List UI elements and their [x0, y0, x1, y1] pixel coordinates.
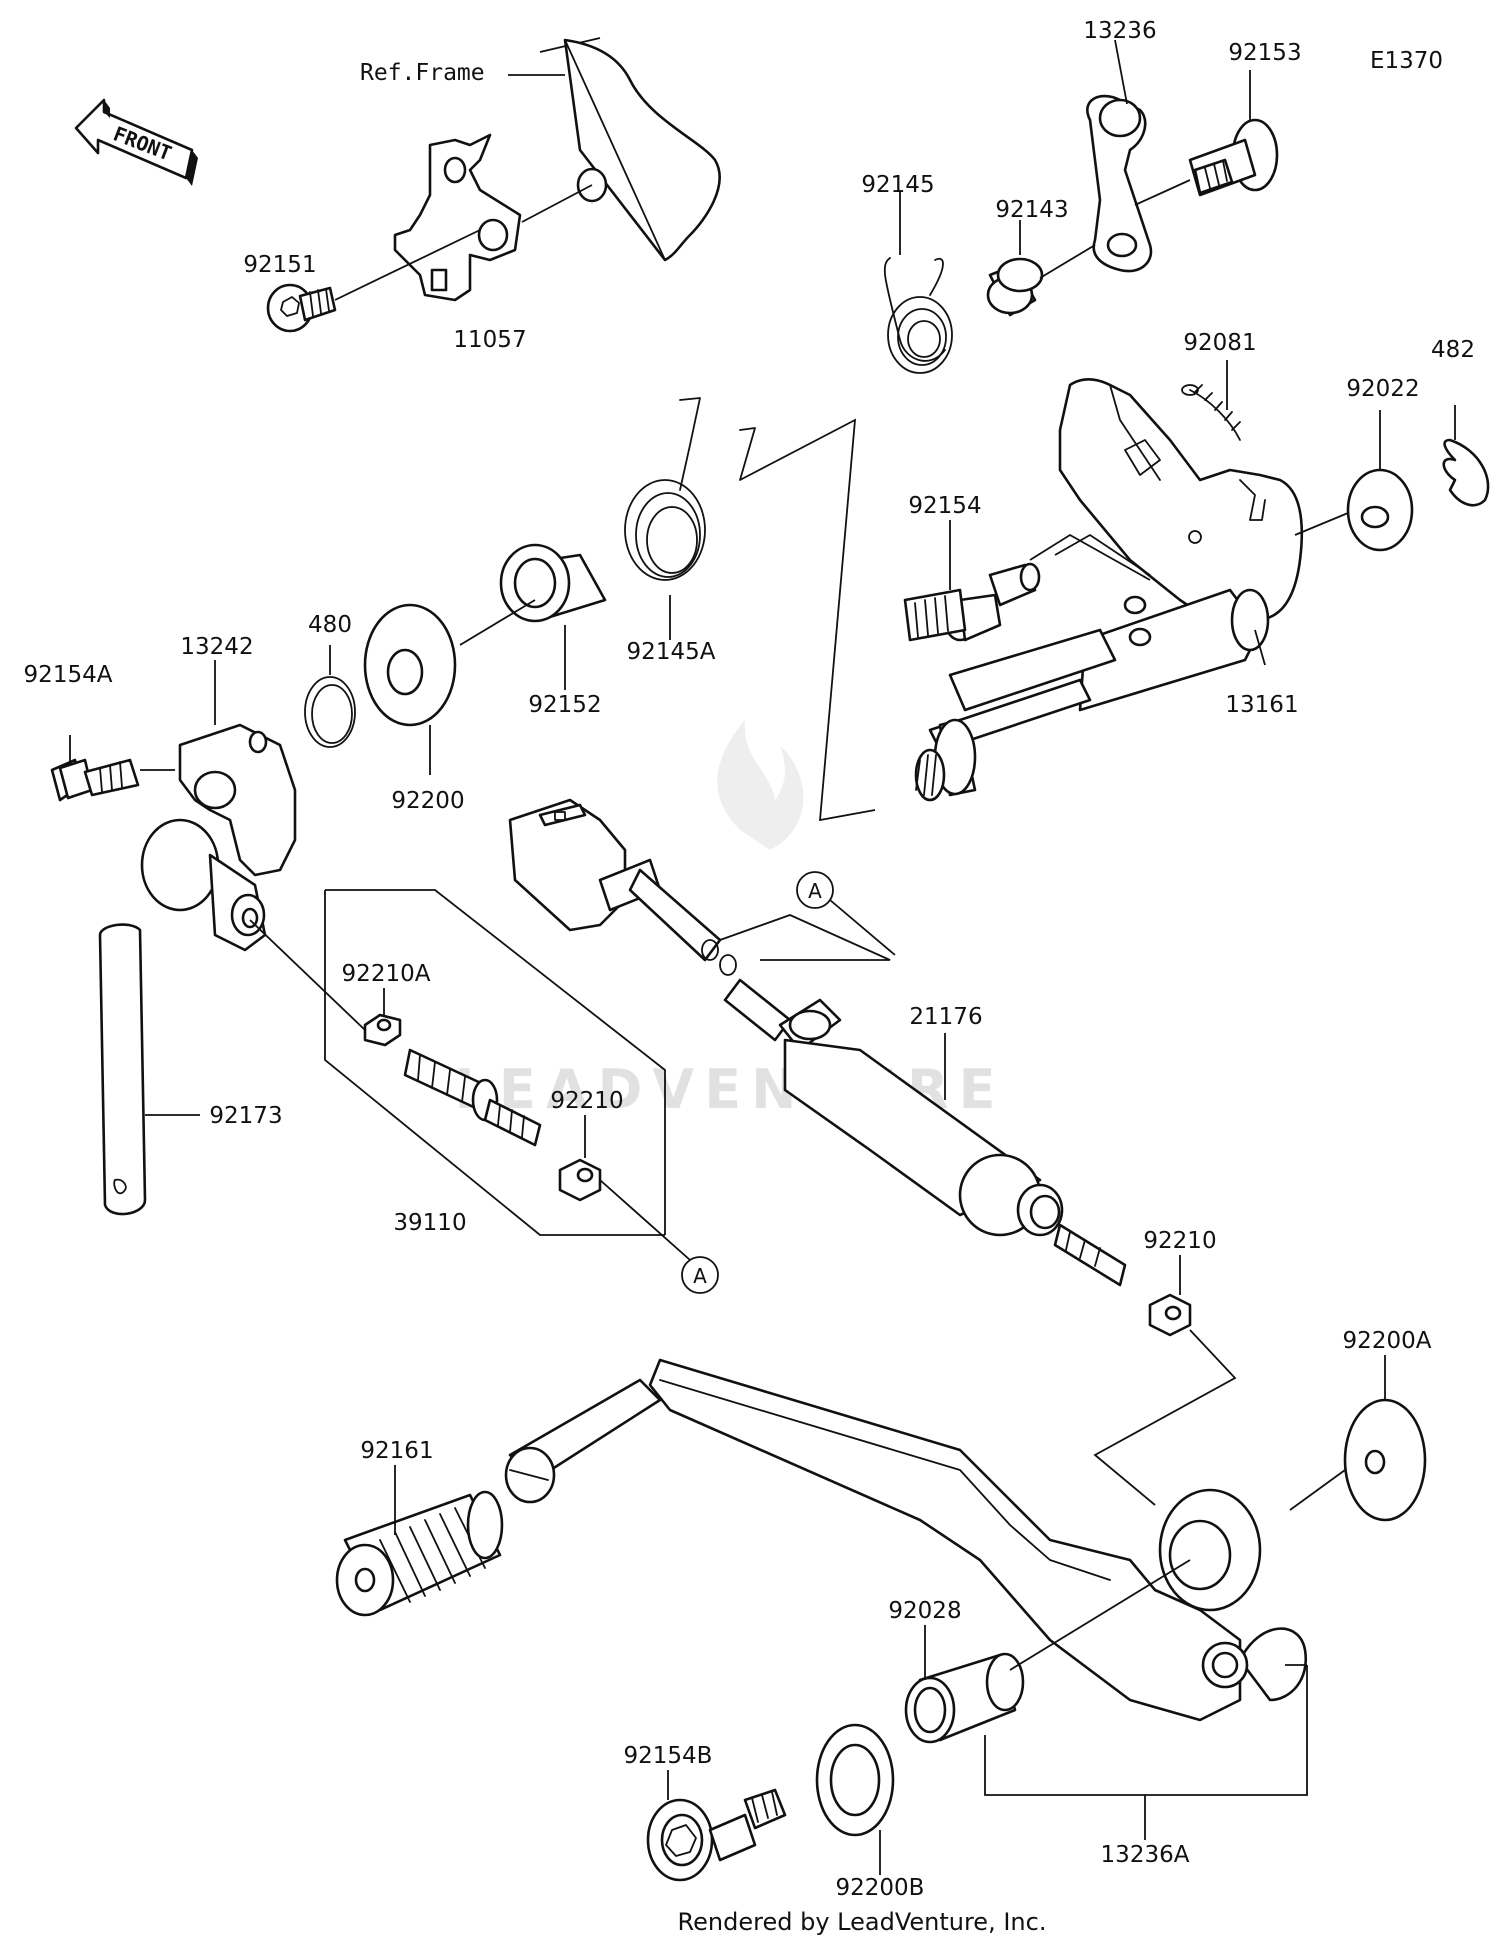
group-bracket-13236A [984, 1664, 1308, 1840]
part-label-13236A: 13236A [1101, 1842, 1190, 1868]
bolt-92154A [50, 735, 175, 802]
watermark-flame-icon [717, 720, 804, 850]
spring-92145 [883, 190, 953, 374]
part-label-92151: 92151 [243, 252, 316, 278]
washer-92200B [815, 1723, 895, 1875]
callout-a-upper-label: A [808, 879, 822, 903]
part-label-92154A: 92154A [24, 662, 113, 688]
front-arrow-icon: FRONT [74, 98, 198, 186]
bolt-92153 [1134, 70, 1279, 206]
stud-39110 [403, 1048, 542, 1147]
diagram-code: E1370 [1370, 48, 1443, 74]
group-bracket-39110 [324, 889, 666, 1236]
bolt-92151 [266, 229, 481, 333]
nut-92210 [558, 1115, 691, 1261]
spring-92145A [624, 397, 876, 822]
part-label-480: 480 [308, 612, 352, 638]
part-label-92200A: 92200A [1343, 1328, 1432, 1354]
part-label-92210: 92210 [550, 1088, 623, 1114]
spring-92081 [1181, 360, 1241, 441]
collar-92152 [459, 543, 607, 690]
part-label-92154B: 92154B [624, 1743, 713, 1769]
collar-92143 [986, 220, 1096, 317]
bolt-92154B [646, 1770, 787, 1882]
part-label-92028: 92028 [888, 1598, 961, 1624]
rubber-92161 [335, 1465, 504, 1617]
part-label-92022: 92022 [1346, 376, 1419, 402]
part-label-92210-lower: 92210 [1143, 1228, 1216, 1254]
part-label-39110: 39110 [393, 1210, 466, 1236]
part-label-13236: 13236 [1083, 18, 1156, 44]
part-label-92161: 92161 [360, 1438, 433, 1464]
circlip-480 [304, 645, 356, 748]
part-label-92154: 92154 [908, 493, 981, 519]
switch-21176 [508, 798, 1127, 1287]
part-label-11057: 11057 [453, 327, 526, 353]
part-label-92200B: 92200B [836, 1875, 925, 1901]
shift-shaft-13161 [914, 377, 1304, 802]
part-label-21176: 21176 [909, 1004, 982, 1030]
shift-lever [504, 1358, 1308, 1722]
part-label-92200: 92200 [391, 788, 464, 814]
strap-92173 [98, 923, 200, 1216]
part-label-92153: 92153 [1228, 40, 1301, 66]
footer-credit: Rendered by LeadVenture, Inc. [678, 1908, 1047, 1936]
nut-92210A [249, 919, 402, 1047]
part-label-92081: 92081 [1183, 330, 1256, 356]
arm-13236 [1086, 39, 1153, 273]
part-label-92145: 92145 [861, 172, 934, 198]
callout-a-lower-label: A [693, 1264, 707, 1288]
pin-92154 [903, 520, 1151, 642]
part-label-13161: 13161 [1225, 692, 1298, 718]
callout-a-lower: A [681, 1256, 719, 1294]
nut-92210-lower [1093, 1255, 1237, 1506]
ref-frame: Ref.Frame [360, 37, 721, 262]
part-label-482: 482 [1431, 337, 1475, 363]
washer-92022 [1294, 410, 1414, 552]
part-label-92210A: 92210A [342, 961, 431, 987]
part-label-92143: 92143 [995, 197, 1068, 223]
part-label-13242: 13242 [180, 634, 253, 660]
ref-frame-label: Ref.Frame [360, 60, 485, 86]
part-label-92145A: 92145A [627, 639, 716, 665]
part-label-92173: 92173 [209, 1103, 282, 1129]
callout-a-upper: A [796, 871, 896, 956]
collar-92028 [904, 1559, 1191, 1744]
circlip-482 [1442, 405, 1490, 507]
bracket-11057 [393, 133, 522, 302]
washer-92200 [363, 603, 457, 775]
washer-92200A [1289, 1355, 1427, 1522]
link-13242 [140, 660, 297, 952]
part-label-92152: 92152 [528, 692, 601, 718]
